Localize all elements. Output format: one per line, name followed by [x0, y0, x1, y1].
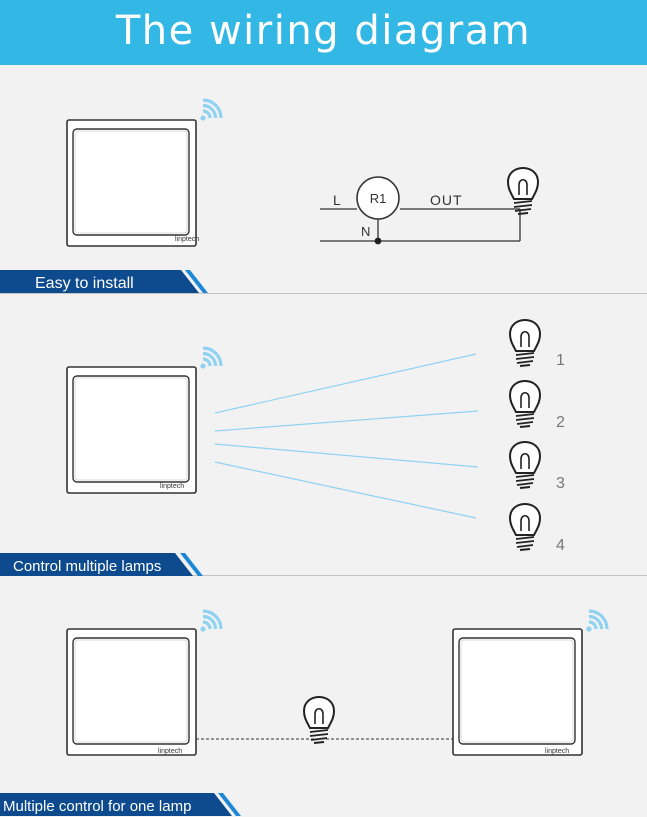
- wall-switch: [66, 366, 197, 494]
- lamp-number: 1: [556, 352, 565, 369]
- wireless-signal-icon: [198, 98, 223, 123]
- section-label-bg: [0, 270, 199, 293]
- switch-brand-label: linptech: [160, 483, 184, 490]
- bulb-icon: [509, 503, 541, 551]
- junction-dot: [374, 237, 382, 245]
- relay-label: R1: [370, 191, 387, 206]
- switch-brand-label: linptech: [175, 236, 199, 243]
- wireless-signal-icon: [584, 609, 609, 634]
- wireless-signal-icon: [198, 346, 223, 371]
- bulb-icon: [303, 696, 335, 744]
- bulb-icon: [509, 380, 541, 428]
- switch-brand-label: linptech: [158, 748, 182, 755]
- section-label-multiple-lamps: Control multiple lamps: [13, 558, 161, 575]
- neutral-label: N: [361, 224, 370, 239]
- bulb-icon: [507, 167, 539, 215]
- output-label: OUT: [430, 192, 463, 208]
- wall-switch: [452, 628, 583, 756]
- switch-brand-label: linptech: [545, 748, 569, 755]
- section-label-easy-install: Easy to install: [35, 275, 134, 292]
- signal-lines: [214, 353, 479, 519]
- section-label-multiple-control: Multiple control for one lamp: [3, 798, 191, 815]
- lamp-number: 3: [556, 475, 565, 492]
- wireless-signal-icon: [198, 609, 223, 634]
- bulb-icon: [509, 441, 541, 489]
- header-banner: The wiring diagram: [0, 0, 647, 65]
- circuit-diagram: R1 L N OUT: [320, 176, 521, 245]
- live-label: L: [333, 192, 341, 208]
- relay-symbol: [356, 176, 400, 220]
- wall-switch: [66, 628, 197, 756]
- section-label-bg: [0, 553, 193, 576]
- lamp-number: 2: [556, 414, 565, 431]
- section-label-bg: [0, 793, 232, 816]
- wall-switch: [66, 119, 197, 247]
- page-title: The wiring diagram: [115, 8, 532, 54]
- lamp-number: 4: [556, 537, 565, 554]
- bulb-icon: [509, 319, 541, 367]
